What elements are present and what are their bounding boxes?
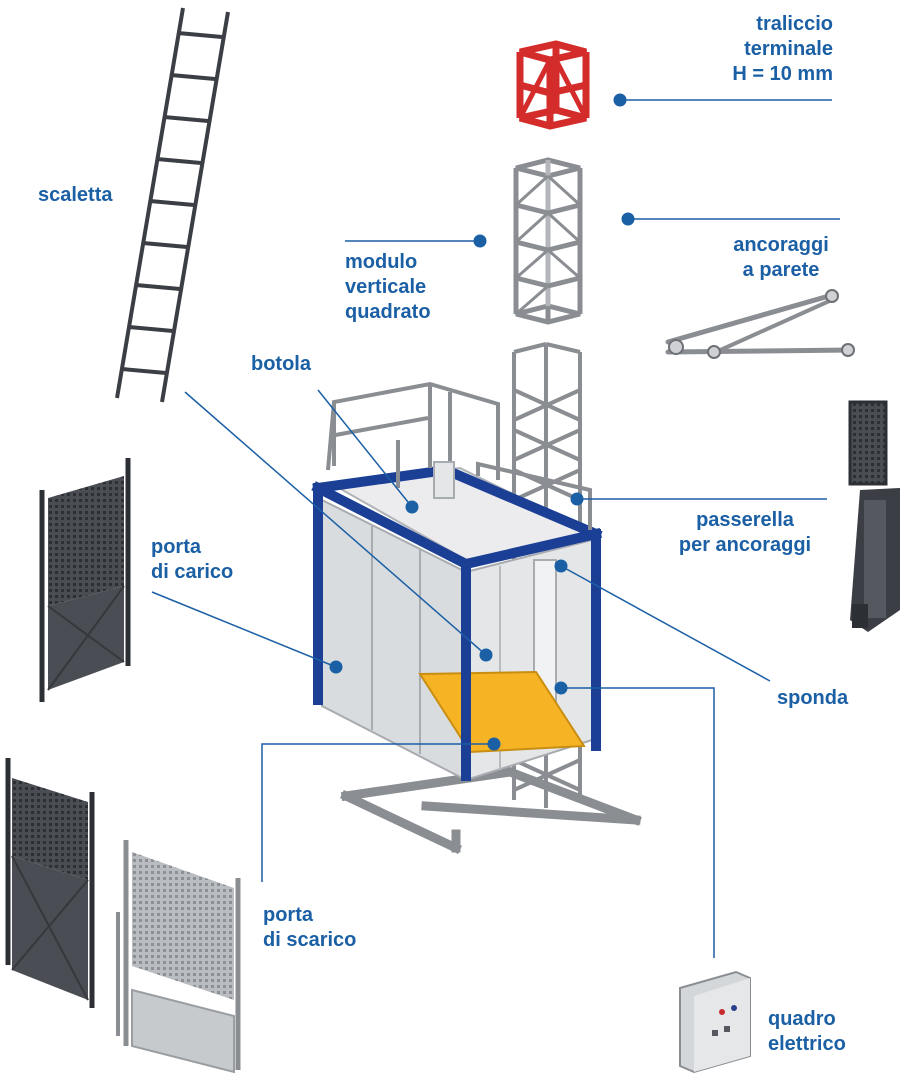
leader-scaletta [184,391,487,656]
cage-assembly [311,342,642,854]
label-sponda: sponda [777,687,849,709]
leader-botola [317,389,413,508]
unloading-door-light-part [116,840,241,1074]
terminal-mast-part [516,40,590,130]
label-botola: botola [251,353,311,375]
loading-door-part [39,458,131,702]
label-traliccio-terminale: traliccio terminale H = 10 mm [732,13,833,85]
ladder-part [115,7,230,403]
label-passerella-per-ancoraggi: passerella per ancoraggi [678,509,812,556]
label-quadro-elettrico: quadro elettrico [768,1008,846,1055]
label-porta-di-scarico: porta di scarico [263,904,357,951]
leader-porta-scarico [261,743,494,882]
electrical-panel-part [679,970,751,1074]
wall-anchor-part [665,289,855,359]
leader-dots [329,93,635,751]
leader-lines [151,99,840,958]
mast-module-part [513,157,583,325]
leader-quadro [561,687,715,958]
label-modulo-verticale-quadrato: modulo verticale quadrato [345,251,431,323]
unloading-door-dark-part [5,758,95,1008]
walkway-part [848,400,900,632]
label-scaletta: scaletta [38,184,113,206]
label-porta-di-carico: porta di carico [151,536,234,583]
label-ancoraggi-a-parete: ancoraggi a parete [733,234,829,281]
leader-sponda [560,565,771,682]
leader-porta-carico [151,591,337,668]
